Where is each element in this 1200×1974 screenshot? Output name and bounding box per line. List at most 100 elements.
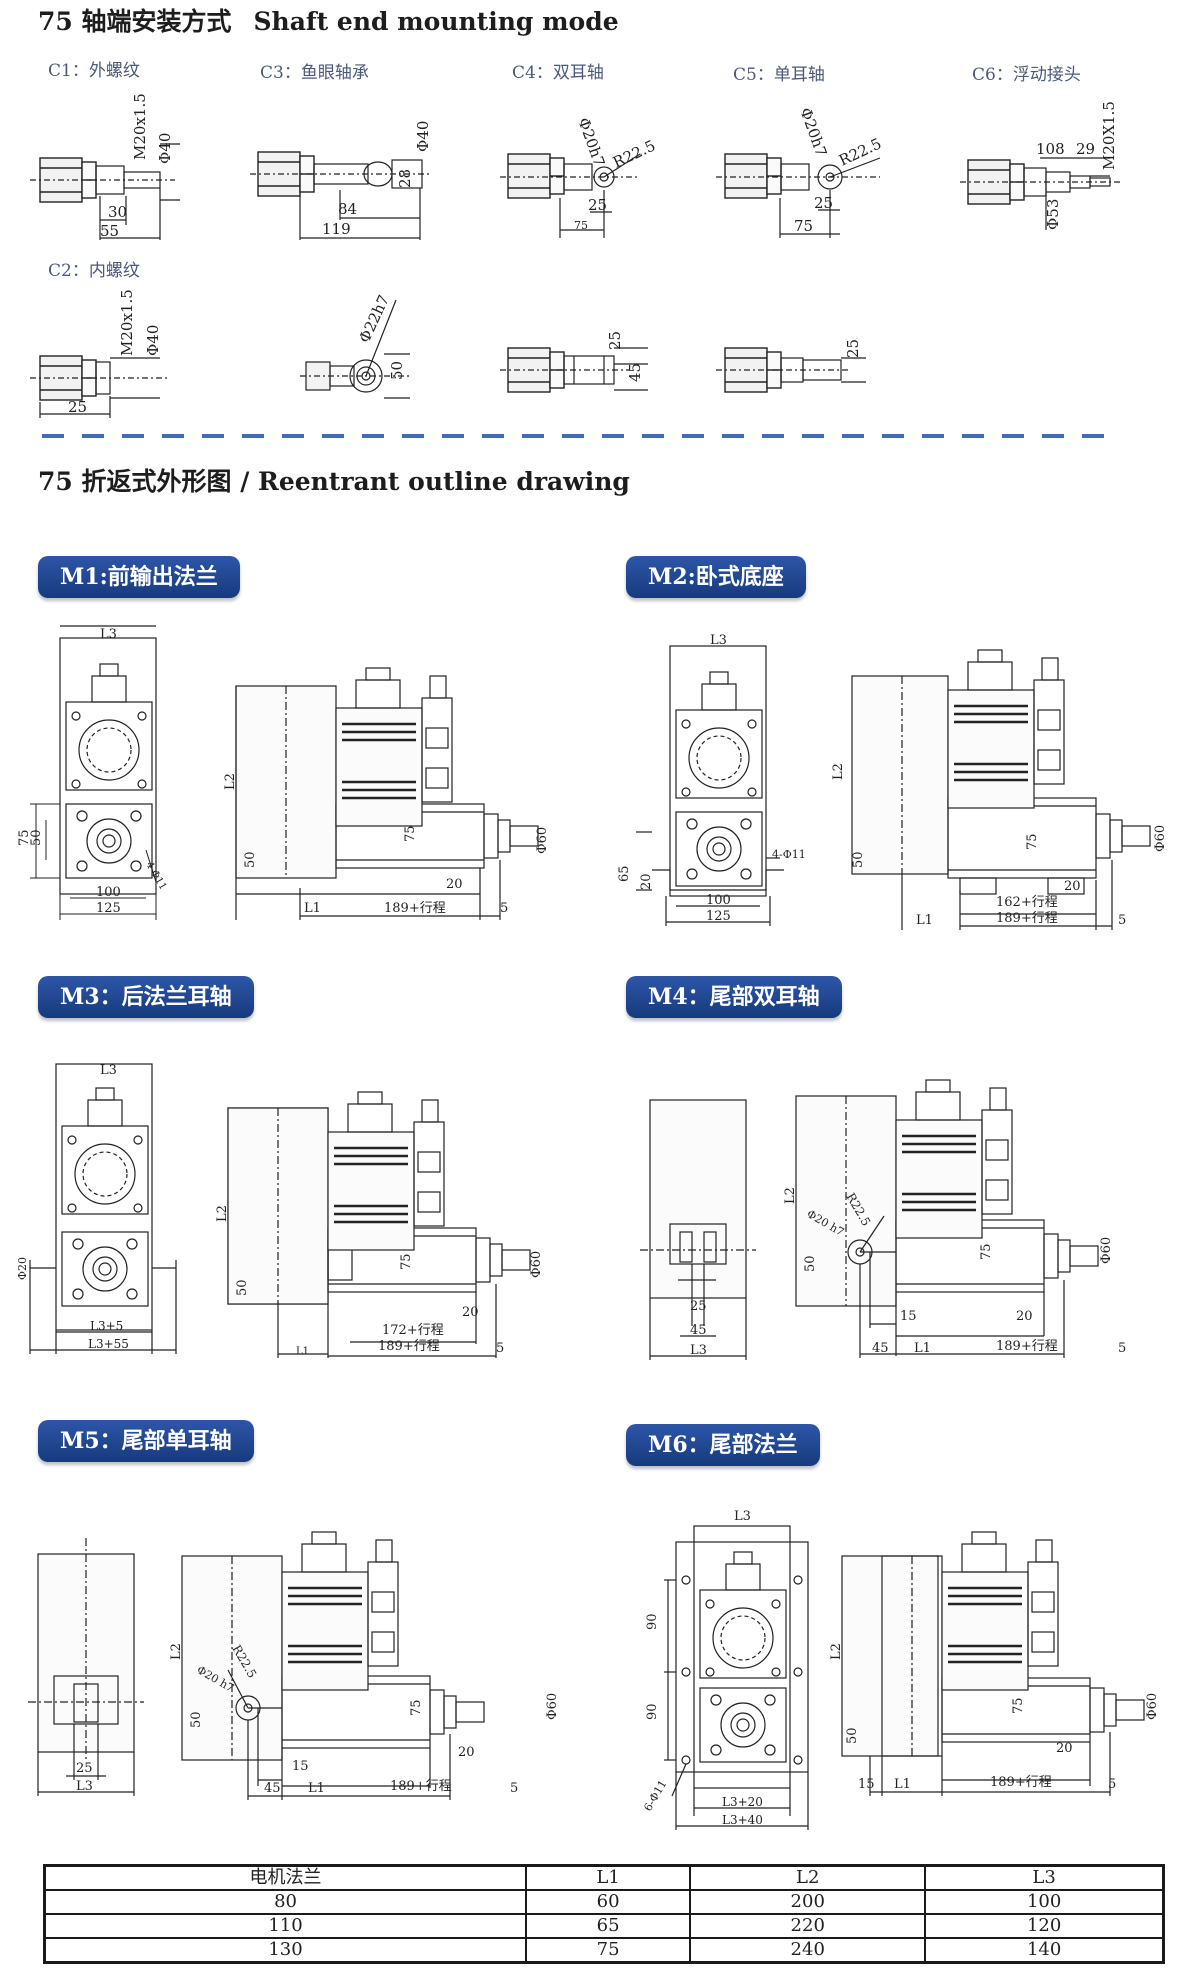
m6-side-50: 50 — [845, 1727, 860, 1744]
m4-45b: 45 — [872, 1341, 889, 1356]
table-header: L2 — [689, 1864, 927, 1891]
badge-m4: M4：尾部双耳轴 — [626, 976, 842, 1018]
m4-l3: L3 — [690, 1343, 707, 1358]
dim-c5-radius: R22.5 — [836, 134, 884, 169]
section-title-outline: 75 折返式外形图 / Reentrant outline drawing — [38, 462, 630, 498]
title-cn: 75 轴端安装方式 — [38, 7, 232, 36]
m2-125: 125 — [706, 909, 731, 924]
m2-l2: L2 — [831, 763, 846, 780]
drawing-m6: L3 90 90 6-Φ11 L3+20 L3+40 L2 50 75 Φ60 … — [641, 1509, 1160, 1830]
drawing-m2: L3 100 125 4-Φ11 65 20 L2 50 75 Φ60 20 L… — [617, 633, 1168, 930]
m2-stroke189: 189+行程 — [996, 911, 1058, 926]
m5-25: 25 — [76, 1761, 93, 1776]
dim-single-25: 25 — [844, 339, 862, 358]
m3-stroke189: 189+行程 — [378, 1339, 440, 1354]
m2-l3: L3 — [710, 633, 727, 648]
m6-15: 15 — [858, 1777, 875, 1792]
m6-20: 20 — [1056, 1741, 1073, 1756]
m3-phi60: Φ60 — [529, 1251, 544, 1278]
dim-c1-30: 30 — [108, 203, 127, 221]
drawing-c4 — [500, 153, 641, 238]
option-label-c3: C3：鱼眼轴承 — [260, 63, 369, 83]
m3-l3p55: L3+55 — [88, 1337, 129, 1351]
m2-holes: 4-Φ11 — [772, 848, 806, 861]
m1-75: 75 — [17, 829, 32, 846]
table-cell: 130 — [43, 1937, 528, 1964]
dim-c1-dia: Φ40 — [156, 133, 174, 164]
m6-l2: L2 — [829, 1643, 844, 1660]
m2-l1: L1 — [916, 913, 933, 928]
m2-phi60: Φ60 — [1153, 825, 1168, 852]
badge-m2: M2:卧式底座 — [626, 556, 806, 598]
drawing-c3 — [250, 151, 430, 240]
table-cell: 75 — [525, 1937, 692, 1964]
dim-c1-55: 55 — [100, 222, 119, 240]
m1-l3: L3 — [100, 627, 117, 642]
dim-c3-84: 84 — [338, 200, 357, 218]
m4-20: 20 — [1016, 1309, 1033, 1324]
outline-drawings: L3 100 125 75 50 4-Φ11 L2 50 75 Φ60 20 L… — [16, 625, 1168, 1830]
m6-5: 5 — [1108, 1777, 1116, 1792]
table-header: L1 — [525, 1864, 692, 1891]
m1-side-75: 75 — [403, 825, 418, 842]
table-cell: 80 — [43, 1889, 528, 1915]
table-cell: 65 — [525, 1913, 692, 1939]
option-label-c4: C4：双耳轴 — [512, 63, 604, 83]
m6-l3: L3 — [734, 1509, 751, 1524]
m2-5: 5 — [1118, 913, 1126, 928]
m3-stroke172: 172+行程 — [382, 1323, 444, 1338]
m6-stroke: 189+行程 — [990, 1775, 1052, 1790]
m6-side-75: 75 — [1011, 1697, 1026, 1714]
m3-l1: L1 — [296, 1346, 309, 1357]
dim-c2-25: 25 — [68, 398, 87, 416]
m3-l3: L3 — [100, 1063, 117, 1078]
table-cell: 60 — [525, 1889, 692, 1915]
drawing-m5: 25 L3 L2 50 Φ20 h7 R22.5 75 Φ60 20 15 45… — [28, 1530, 560, 1800]
table-cell: 100 — [924, 1889, 1165, 1915]
m1-phi60: Φ60 — [535, 827, 550, 854]
m4-45: 45 — [690, 1323, 707, 1338]
m1-5: 5 — [500, 901, 508, 916]
dim-c2-dia: Φ40 — [144, 325, 162, 356]
dim-c6-thread: M20X1.5 — [1100, 101, 1118, 170]
option-label-c5: C5：单耳轴 — [733, 65, 825, 85]
dim-c1-thread: M20x1.5 — [131, 93, 149, 160]
option-label-c2: C2：内螺纹 — [48, 261, 140, 281]
table-header: L3 — [924, 1864, 1165, 1891]
drawing-m4: 25 45 L3 L2 50 Φ20 h7 R22.5 75 Φ60 20 15… — [640, 1078, 1126, 1360]
m3-l2: L2 — [215, 1205, 230, 1222]
dim-c4-75: 75 — [574, 219, 588, 232]
dim-c3-119: 119 — [322, 220, 351, 238]
m1-l2: L2 — [223, 773, 238, 790]
m5-l3: L3 — [76, 1779, 93, 1794]
dim-c6-dia: Φ53 — [1044, 199, 1062, 230]
m2-65: 65 — [617, 865, 632, 882]
m4-phi60: Φ60 — [1099, 1237, 1114, 1264]
table-header-row: 电机法兰 L1 L2 L3 — [43, 1864, 1165, 1891]
title-en-2: Reentrant outline drawing — [258, 467, 630, 496]
m5-5: 5 — [510, 1781, 518, 1796]
m4-15: 15 — [900, 1309, 917, 1324]
drawing-c5 — [716, 153, 881, 238]
m2-side-50: 50 — [851, 851, 866, 868]
option-label-c6: C6：浮动接头 — [972, 65, 1081, 85]
m5-side-75: 75 — [409, 1699, 424, 1716]
m5-45: 45 — [264, 1781, 281, 1796]
m2-100: 100 — [706, 893, 731, 908]
table-cell: 140 — [924, 1937, 1165, 1964]
m1-stroke: 189+行程 — [384, 901, 446, 916]
table-cell: 240 — [689, 1937, 927, 1964]
m3-phi20: Φ20 — [16, 1257, 29, 1280]
m3-l3p5: L3+5 — [90, 1319, 123, 1333]
drawing-c6 — [960, 157, 1120, 230]
m4-l1: L1 — [914, 1341, 931, 1356]
dim-c5-75: 75 — [794, 217, 813, 235]
table-cell: 120 — [924, 1913, 1165, 1939]
dim-double-45: 45 — [626, 363, 644, 382]
m3-5: 5 — [496, 1341, 504, 1356]
dim-double-25: 25 — [606, 331, 624, 350]
dim-c6-108: 108 — [1036, 140, 1065, 158]
m6-holes: 6-Φ11 — [641, 1778, 669, 1814]
drawing-row2-fisheye — [300, 299, 410, 399]
